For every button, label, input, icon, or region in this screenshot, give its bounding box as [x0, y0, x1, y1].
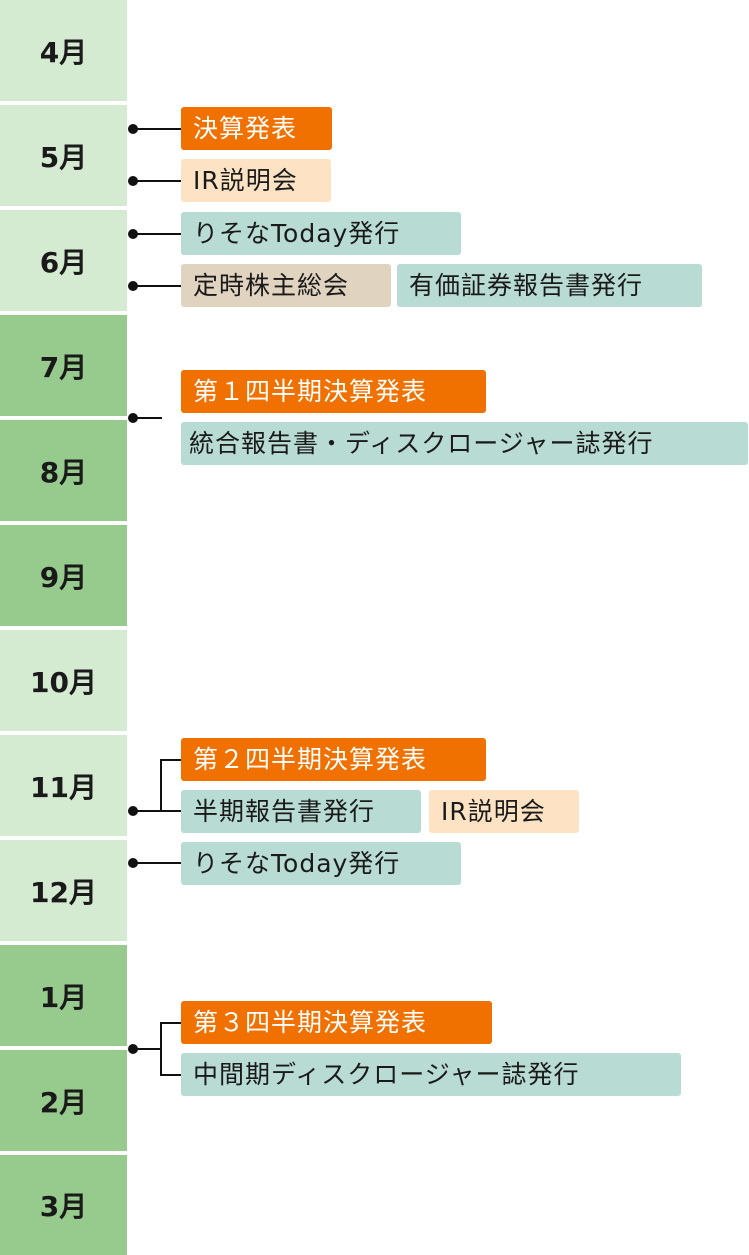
month-december: 12月	[0, 840, 127, 941]
event-ir-meeting: IR説明会	[429, 790, 579, 833]
connector-line	[133, 180, 181, 182]
month-november: 11月	[0, 735, 127, 836]
event-resona-today: りそなToday発行	[181, 842, 461, 885]
connector-line	[133, 862, 181, 864]
event-results: 決算発表	[181, 107, 332, 150]
month-may: 5月	[0, 105, 127, 206]
month-april: 4月	[0, 0, 127, 101]
event-securities-report: 有価証券報告書発行	[397, 264, 702, 307]
connector-line	[160, 1022, 162, 1076]
event-q2-results: 第２四半期決算発表	[181, 738, 486, 781]
connector-line	[160, 759, 162, 812]
event-half-year-report: 半期報告書発行	[181, 790, 421, 833]
connector-line	[133, 128, 181, 130]
month-march: 3月	[0, 1155, 127, 1255]
event-ir-meeting: IR説明会	[181, 159, 331, 202]
month-september: 9月	[0, 525, 127, 626]
connector-line	[133, 233, 181, 235]
connector-line	[133, 810, 181, 812]
month-july: 7月	[0, 315, 127, 416]
event-agm: 定時株主総会	[181, 264, 391, 307]
connector-line	[160, 1074, 181, 1076]
month-february: 2月	[0, 1050, 127, 1151]
month-august: 8月	[0, 420, 127, 521]
connector-line	[160, 1022, 181, 1024]
event-resona-today: りそなToday発行	[181, 212, 461, 255]
month-january: 1月	[0, 945, 127, 1046]
connector-line	[133, 285, 181, 287]
connector-line	[160, 759, 181, 761]
month-june: 6月	[0, 210, 127, 311]
connector-line	[133, 417, 162, 419]
event-q1-results: 第１四半期決算発表	[181, 370, 486, 413]
event-integrated-report: 統合報告書・ディスクロージャー誌発行	[181, 422, 748, 465]
event-q3-results: 第３四半期決算発表	[181, 1001, 492, 1044]
connector-line	[133, 1048, 162, 1050]
event-interim-disclosure: 中間期ディスクロージャー誌発行	[181, 1053, 681, 1096]
month-october: 10月	[0, 630, 127, 731]
